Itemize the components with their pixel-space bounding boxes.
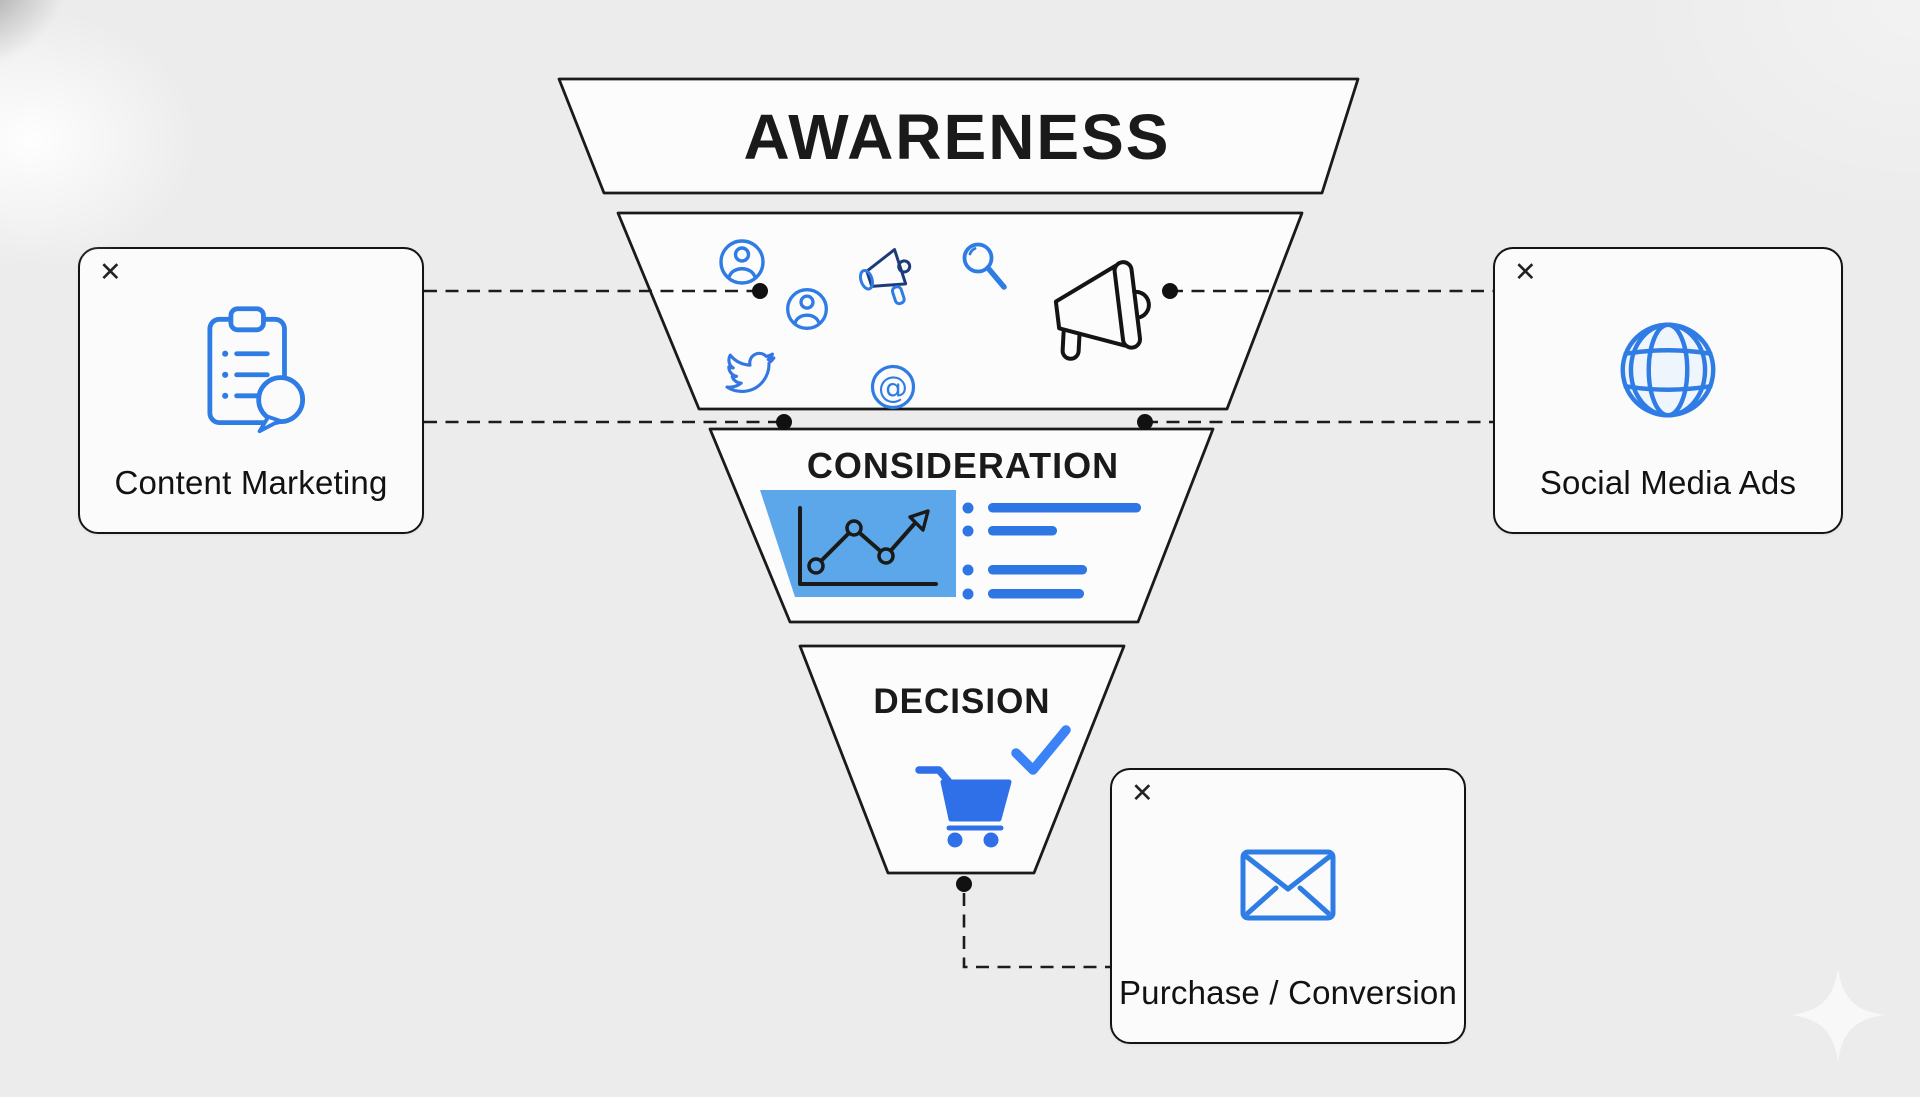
envelope-icon bbox=[1112, 770, 1464, 974]
card-purchase-conversion[interactable]: ✕ Purchase / Conversion bbox=[1110, 768, 1466, 1044]
connector-dot bbox=[776, 414, 792, 430]
card-label: Social Media Ads bbox=[1539, 464, 1797, 501]
connector-dot bbox=[1137, 414, 1153, 430]
line-chart-icon bbox=[760, 490, 956, 597]
bullet-dot bbox=[962, 564, 974, 576]
bullet-bar bbox=[988, 526, 1057, 536]
close-icon[interactable]: ✕ bbox=[1514, 257, 1537, 288]
checkmark-icon bbox=[1011, 725, 1071, 775]
funnel-segment-decision bbox=[798, 644, 1126, 875]
megaphone-icon bbox=[1053, 260, 1151, 361]
chart-node bbox=[807, 557, 825, 575]
at-icon: @ bbox=[870, 364, 916, 410]
bullet-bar bbox=[988, 565, 1087, 575]
connector-dots bbox=[752, 283, 1178, 892]
chart-arrowhead bbox=[908, 509, 930, 532]
funnel-segment-awareness-title bbox=[557, 77, 1360, 195]
card-social-media-ads[interactable]: ✕ Social Media Ads bbox=[1493, 247, 1843, 534]
close-icon[interactable]: ✕ bbox=[1131, 778, 1154, 809]
megaphone-small-icon bbox=[858, 248, 912, 306]
user-icon bbox=[786, 288, 828, 330]
bullet-dot bbox=[962, 588, 974, 600]
globe-icon bbox=[1495, 249, 1841, 464]
at-glyph: @ bbox=[878, 371, 908, 406]
connectors bbox=[424, 289, 1493, 969]
bullet-bar bbox=[988, 589, 1084, 599]
chart-node bbox=[845, 519, 863, 537]
close-icon[interactable]: ✕ bbox=[99, 257, 122, 288]
connector-dot bbox=[1162, 283, 1178, 299]
user-icon bbox=[719, 239, 765, 285]
bullet-dot bbox=[962, 525, 974, 537]
chart-node bbox=[877, 547, 895, 565]
card-label: Content Marketing bbox=[114, 464, 388, 501]
bullet-bar bbox=[988, 503, 1141, 513]
clipboard-list-icon bbox=[80, 249, 422, 464]
chart-trendline bbox=[814, 520, 918, 568]
connector-dot bbox=[752, 283, 768, 299]
funnel-shape bbox=[557, 77, 1360, 875]
twitter-bird-icon bbox=[725, 351, 776, 393]
bullet-dot bbox=[962, 502, 974, 514]
connector-bottom bbox=[962, 893, 1110, 969]
chart-axes bbox=[798, 506, 938, 586]
bullet-list-graphic bbox=[962, 502, 1141, 600]
sparkle-icon bbox=[1791, 968, 1885, 1062]
connector-dot bbox=[956, 876, 972, 892]
shopping-cart-icon bbox=[915, 766, 1012, 848]
funnel-segment-awareness-icons bbox=[616, 211, 1304, 411]
card-label: Purchase / Conversion bbox=[1118, 974, 1458, 1011]
card-content-marketing[interactable]: ✕ Content Marketing bbox=[78, 247, 424, 534]
magnifying-glass-icon bbox=[962, 242, 1007, 290]
